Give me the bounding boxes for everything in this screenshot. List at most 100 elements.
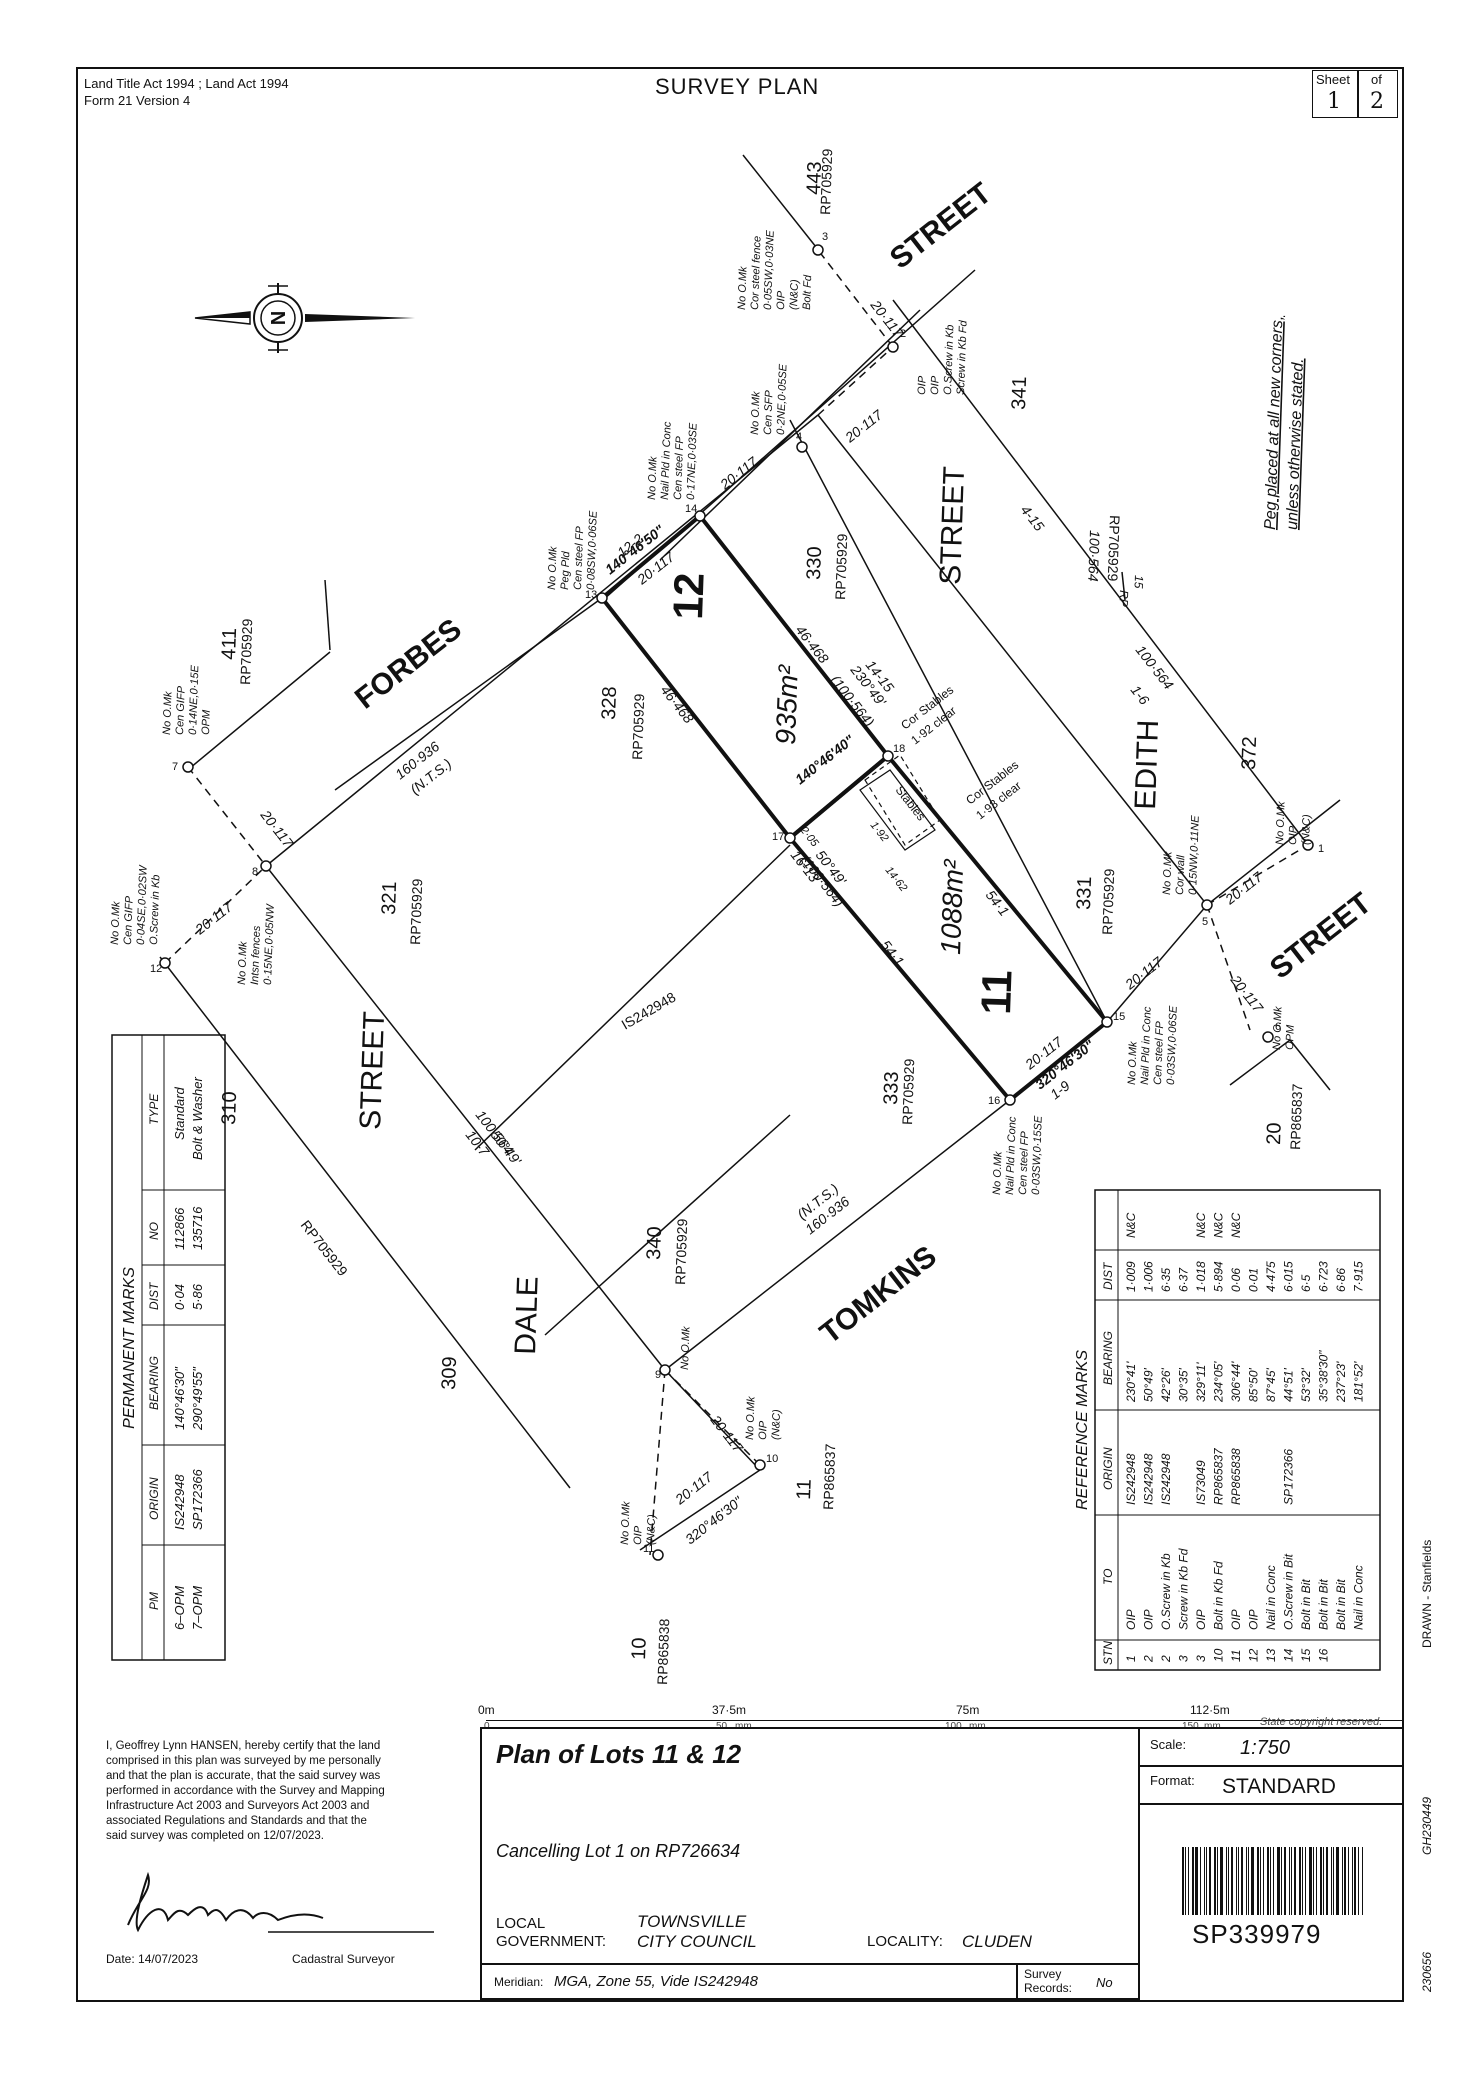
- mark-13-line4: 0·08SW,0·06SE: [585, 510, 600, 590]
- pm-row1-pm: 6–OPM: [172, 1586, 187, 1630]
- svg-text:2: 2: [900, 328, 906, 340]
- job-number: 230656: [1420, 1951, 1434, 1992]
- permanent-marks-table: PERMANENT MARKS PM ORIGIN BEARING DIST N…: [111, 1034, 226, 1661]
- pm-header-bearing: BEARING: [147, 1356, 161, 1410]
- mark-12-line4: O.Screw in Kb: [148, 874, 162, 945]
- svg-text:11: 11: [643, 1543, 654, 1555]
- rm-header-origin: ORIGIN: [1101, 1447, 1115, 1490]
- street-name-dale-street: STREET: [354, 1011, 391, 1130]
- scale-mm-150: 150: [1182, 1721, 1199, 1732]
- pm-header-origin: ORIGIN: [147, 1477, 161, 1520]
- pm-row2-origin: SP172366: [190, 1469, 205, 1530]
- reference-marks-cell: 6·37: [1177, 1267, 1191, 1292]
- lot-12-label: 12: [664, 572, 713, 620]
- scale-mm-unit-b: mm: [969, 1721, 986, 1732]
- street-name-top: STREET: [884, 177, 998, 276]
- reference-marks-cell: IS242948: [1142, 1453, 1156, 1505]
- mark-8-line3: 0·15NE,0·05NW: [262, 902, 277, 985]
- mark-1-line1: No O.Mk: [1274, 801, 1288, 845]
- mark-7-line3: 0·14NE,0·15E: [187, 664, 201, 735]
- reference-marks-cell: 35°38'30": [1317, 1350, 1331, 1402]
- mark-5-line1: No O.Mk: [1161, 851, 1175, 895]
- local-gov-label-2: GOVERNMENT:: [496, 1933, 607, 1950]
- reference-marks-cell: 5·894: [1212, 1261, 1226, 1292]
- parcel-321-rp: RP705929: [407, 878, 425, 945]
- parcel-328: 328: [598, 686, 621, 720]
- pm-header-dist: DIST: [147, 1281, 161, 1310]
- street-name-forbes: FORBES: [349, 613, 468, 716]
- dim-20-117-a: 20·117: [716, 453, 761, 493]
- svg-text:9: 9: [655, 1369, 661, 1381]
- mark-2-line4: Screw in Kb Fd: [955, 319, 970, 395]
- reference-marks-cell: N&C: [1124, 1212, 1138, 1238]
- dim-46-468-a: 46·468: [658, 682, 698, 726]
- lot-11-area: 1088m²: [935, 858, 969, 956]
- reference-marks-cell: Bolt in Kb Fd: [1212, 1561, 1226, 1630]
- reference-marks-cell: N&C: [1194, 1212, 1208, 1238]
- peg-note-line2: unless otherwise stated.: [1284, 358, 1307, 530]
- pm-row1-dist: 0·04: [172, 1284, 187, 1310]
- dim-20-117-b: 20·117: [841, 406, 886, 446]
- sheet-total: 2: [1370, 89, 1384, 114]
- dim-1-6: 1-6: [1128, 682, 1153, 708]
- certificate-line: I, Geoffrey Lynn HANSEN, hereby certify …: [106, 1740, 381, 1752]
- mark-4-line3: 0·2NE,0·05SE: [775, 363, 789, 435]
- scale-value: 1:750: [1240, 1737, 1291, 1759]
- dim-20-117-d: 20·117: [257, 806, 297, 851]
- parcel-rp-edith: RP705929: [1105, 515, 1123, 582]
- reference-marks-cell: O.Screw in Kb: [1159, 1553, 1173, 1630]
- mark-5-line2: Cor wall: [1174, 854, 1187, 895]
- pm-header-type: TYPE: [147, 1093, 161, 1125]
- meridian-label: Meridian:: [494, 1975, 544, 1989]
- reference-marks-cell: 234°05': [1212, 1361, 1226, 1403]
- street-name-edith-street: STREET: [934, 466, 971, 585]
- council-line-2: CITY COUNCIL: [637, 1932, 757, 1951]
- mark-7-line4: OPM: [200, 709, 213, 735]
- mark-14-line1: No O.Mk: [646, 456, 660, 500]
- dim-54-1-a: 54·1: [878, 937, 908, 969]
- pm-row1-type: Standard: [172, 1086, 187, 1140]
- reference-marks-cell: Bolt in Bit: [1334, 1579, 1348, 1630]
- reference-marks-cell: 1·009: [1124, 1261, 1138, 1292]
- certificate-role: Cadastral Surveyor: [292, 1952, 395, 1966]
- surveyor-signature: [127, 1871, 434, 1933]
- mark-5-line3: 0·15NW,0·11NE: [1187, 815, 1202, 896]
- scale-box: Scale: 1:750: [1138, 1727, 1404, 1767]
- reference-marks-cell: 6·5: [1299, 1274, 1313, 1292]
- mark-4-line2: Cen SFP: [762, 389, 776, 435]
- reference-marks-cell: 7·915: [1352, 1261, 1366, 1292]
- pm-row2-dist: 5·86: [190, 1283, 205, 1310]
- mark-10-line2: OIP: [757, 1420, 770, 1440]
- rm-header-bearing: BEARING: [1101, 1331, 1115, 1385]
- reference-marks-cell: 6·015: [1282, 1261, 1296, 1292]
- format-value: STANDARD: [1222, 1775, 1336, 1798]
- reference-marks-cell: 15: [1299, 1648, 1313, 1662]
- reference-marks-cell: SP172366: [1282, 1449, 1296, 1505]
- dim-1-92: 1·92: [868, 819, 891, 844]
- svg-text:3: 3: [822, 231, 828, 243]
- reference-marks-cell: O.Screw in Bit: [1282, 1553, 1296, 1630]
- reference-marks-cell: 3: [1177, 1655, 1191, 1662]
- survey-sheet-border: [76, 67, 1404, 2002]
- parcel-372: 372: [1238, 736, 1261, 770]
- survey-records-value: No: [1096, 1975, 1113, 1990]
- certificate-line: performed in accordance with the Survey …: [106, 1785, 385, 1797]
- certificate-line: associated Regulations and Standards and…: [106, 1815, 367, 1827]
- dim-20-117-e: 20·117: [191, 898, 236, 938]
- parcel-443: 443: [803, 161, 826, 195]
- pm-row1-bearing: 140°46'30": [172, 1366, 187, 1430]
- reference-marks-cell: 2: [1142, 1655, 1156, 1663]
- reference-marks-cell: 237°23': [1334, 1361, 1348, 1403]
- title-block-meridian-row: Meridian: MGA, Zone 55, Vide IS242948 Su…: [480, 1963, 1140, 2000]
- parcel-411-rp: RP705929: [237, 618, 255, 685]
- mark-3-line5: (N&C): [788, 279, 801, 310]
- reference-marks-cell: RP865838: [1229, 1448, 1243, 1505]
- state-copyright: State copyright reserved.: [1260, 1716, 1383, 1728]
- plan-title: Plan of Lots 11 & 12: [496, 1739, 742, 1769]
- mark-15-line1: No O.Mk: [1126, 1041, 1140, 1085]
- mark-7-line1: No O.Mk: [161, 691, 175, 735]
- of-label: of: [1371, 72, 1382, 87]
- reference-marks-cell: N&C: [1212, 1212, 1226, 1238]
- reference-marks-title: REFERENCE MARKS: [1074, 1350, 1091, 1510]
